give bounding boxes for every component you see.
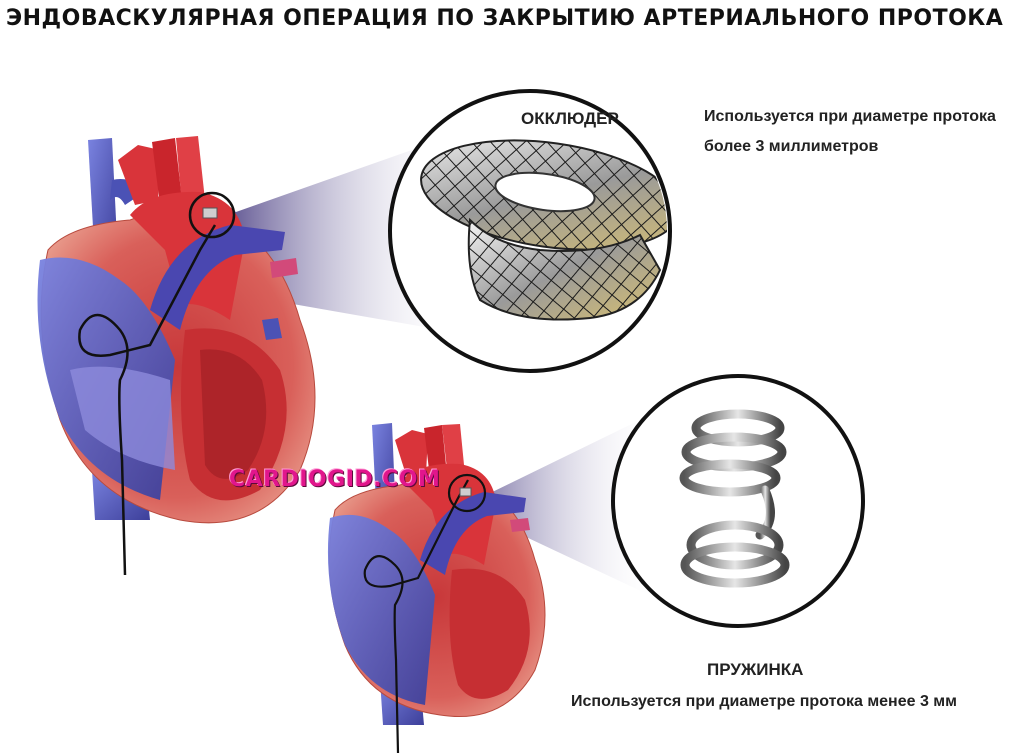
magnifier-beam-bottom — [462, 415, 660, 600]
spring-magnifier — [611, 374, 865, 628]
page-title: ЭНДОВАСКУЛЯРНАЯ ОПЕРАЦИЯ ПО ЗАКРЫТИЮ АРТ… — [6, 6, 1004, 31]
heart-small — [327, 423, 546, 753]
spring-label: ПРУЖИНКА — [707, 660, 804, 679]
occluder-label: ОККЛЮДЕР — [521, 109, 619, 128]
occluder-magnifier — [388, 89, 672, 373]
occluder-description: Используется при диаметре протока более … — [704, 102, 1004, 162]
spring-description: Используется при диаметре протока менее … — [571, 693, 957, 710]
watermark-text: CARDIOGID.COM — [229, 467, 441, 492]
occluder-description-line2: более 3 миллиметров — [704, 138, 879, 155]
occluder-description-line1: Используется при диаметре протока — [704, 108, 996, 125]
occluder-device-image — [420, 139, 667, 321]
heart-large — [37, 136, 316, 576]
spring-coil-image — [679, 409, 790, 588]
